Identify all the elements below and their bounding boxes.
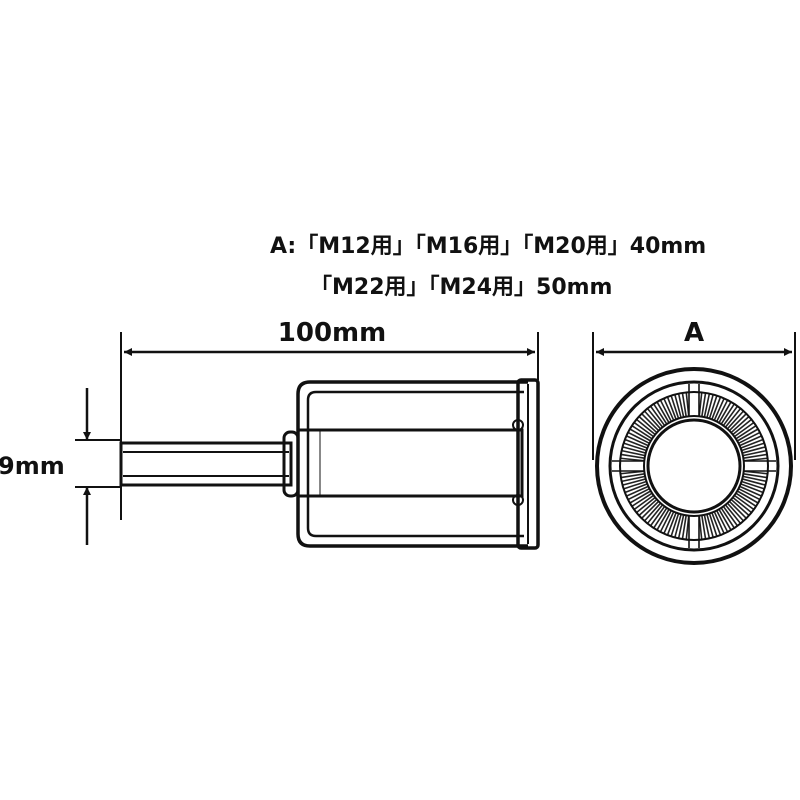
length-dimension: 100mm xyxy=(120,318,539,520)
spec-line-2: 「M22用」「M24用」50mm xyxy=(310,275,612,300)
brush-side-view xyxy=(119,378,540,550)
shank-dimension: 9mm xyxy=(0,388,120,545)
outer-diameter-label: A xyxy=(684,318,704,348)
length-label: 100mm xyxy=(278,318,386,348)
spec-line-1: A:「M12用」「M16用」「M20用」40mm xyxy=(270,234,706,259)
outer-diameter-dimension: A xyxy=(592,318,796,460)
shank-label: 9mm xyxy=(0,452,65,480)
bristle-ring xyxy=(612,384,776,548)
brush-end-view xyxy=(595,367,793,565)
